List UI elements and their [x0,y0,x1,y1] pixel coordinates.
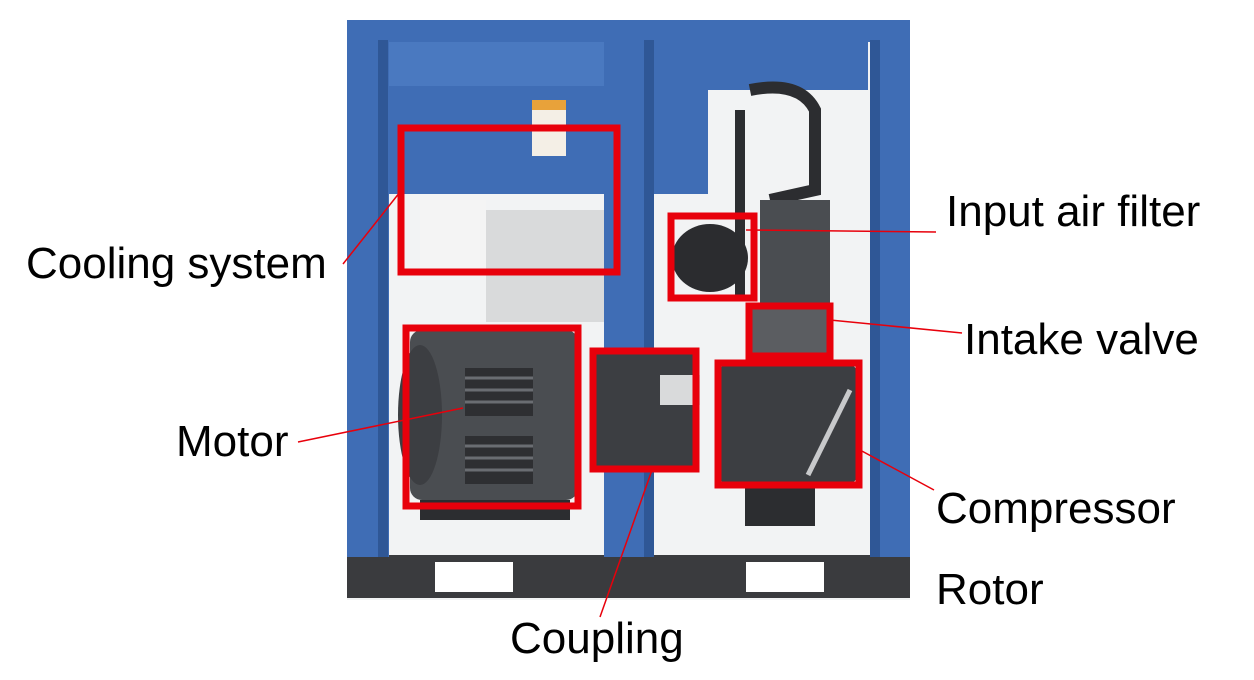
highlight-coupling [589,347,700,473]
highlight-intake-valve [745,302,834,360]
leader-line-filter [745,229,937,233]
coupling-body [595,352,695,470]
highlight-input-air-filter [667,212,758,302]
compressor-body [718,362,858,486]
highlight-cooling-system [397,124,621,276]
highlight-motor [402,324,582,510]
label-intake-valve: Intake valve [964,315,1199,364]
compressor-photo [347,20,910,600]
label-motor: Motor [176,417,289,466]
leader-line-compressor [859,449,935,491]
intake-valve-body [752,308,828,354]
label-compressor: Compressor [936,484,1176,533]
top-beam [347,20,910,42]
highlight-compressor [714,359,863,489]
label-coupling: Coupling [510,614,684,663]
leader-line-intake [829,319,963,334]
fan-block [486,210,604,322]
leader-line-cooling [342,191,401,265]
leader-line-coupling [599,469,653,618]
label-input-air-filter: Input air filter [946,187,1201,236]
leader-line-motor [297,407,464,443]
leader-lines [297,191,963,618]
label-rotor: Rotor [936,565,1044,614]
air-filter-body [672,224,748,292]
base-frame [347,555,910,598]
highlight-boxes [397,124,863,510]
label-cooling-system: Cooling system [26,239,327,288]
